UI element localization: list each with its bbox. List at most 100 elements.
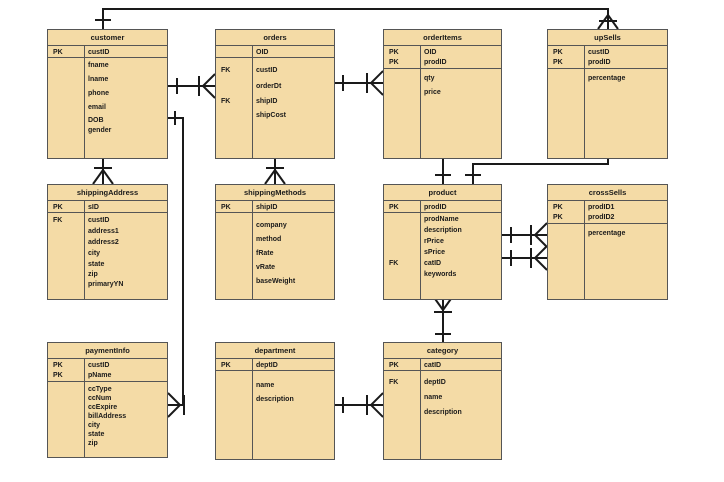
key-divider: [252, 371, 253, 459]
key-divider: [252, 58, 253, 158]
attribute-name: phone: [88, 90, 109, 97]
key-label: PK: [553, 49, 563, 56]
attribute-name: OID: [424, 49, 437, 56]
attribute-row: ccExpire: [48, 403, 169, 412]
attribute-name: address1: [88, 228, 119, 235]
attribute-row: ccNum: [48, 394, 169, 403]
attribute-row: rPrice: [384, 237, 503, 246]
attrs-section: percentage: [548, 224, 667, 299]
attribute-name: billAddress: [88, 413, 127, 420]
attribute-name: description: [424, 409, 462, 416]
attribute-name: company: [256, 222, 287, 229]
key-label: PK: [53, 372, 63, 379]
attribute-name: keywords: [424, 271, 457, 278]
attribute-name: prodID: [424, 59, 447, 66]
entity-title: customer: [48, 30, 167, 46]
attribute-name: baseWeight: [256, 278, 296, 285]
attribute-row: lname: [48, 75, 169, 84]
key-divider: [84, 201, 85, 212]
attribute-row: PK prodID: [384, 58, 503, 67]
key-divider: [584, 69, 585, 158]
key-label: PK: [389, 59, 399, 66]
key-divider: [252, 46, 253, 57]
attribute-row: baseWeight: [216, 277, 336, 286]
entity-title: shippingMethods: [216, 185, 334, 201]
attribute-row: company: [216, 221, 336, 230]
attribute-row: state: [48, 260, 169, 269]
attribute-row: description: [384, 226, 503, 235]
attribute-name: state: [88, 431, 105, 438]
attribute-name: OID: [256, 49, 269, 56]
attribute-name: custID: [256, 67, 278, 74]
key-label: FK: [221, 67, 231, 74]
attribute-name: description: [424, 227, 462, 234]
attribute-name: method: [256, 236, 282, 243]
attribute-name: name: [424, 394, 443, 401]
entity-title: crossSells: [548, 185, 667, 201]
attribute-name: prodID: [588, 59, 611, 66]
attribute-name: orderDt: [256, 83, 282, 90]
crowfoot: [597, 13, 619, 30]
attribute-name: state: [88, 261, 105, 268]
attribute-row: DOB: [48, 116, 169, 125]
key-label: PK: [553, 59, 563, 66]
entity-title: department: [216, 343, 334, 359]
attribute-name: fRate: [256, 250, 274, 257]
crowfoot: [92, 168, 114, 185]
attribute-name: prodID2: [588, 214, 615, 221]
attribute-name: ccNum: [88, 395, 112, 402]
key-divider: [420, 371, 421, 459]
key-divider: [420, 359, 421, 370]
attribute-row: primaryYN: [48, 280, 169, 289]
attribute-row: description: [216, 395, 336, 404]
attribute-name: ccType: [88, 386, 112, 393]
key-divider: [84, 58, 85, 158]
key-divider: [420, 213, 421, 299]
attribute-name: zip: [88, 271, 98, 278]
crowfoot: [369, 392, 384, 418]
attribute-name: prodID: [424, 204, 447, 211]
key-divider: [84, 382, 85, 457]
key-label: PK: [389, 362, 399, 369]
attribute-name: lname: [88, 76, 109, 83]
key-divider: [252, 359, 253, 370]
attribute-name: custID: [88, 217, 110, 224]
attribute-name: pName: [88, 372, 112, 379]
attribute-name: zip: [88, 440, 98, 447]
entity-title: product: [384, 185, 501, 201]
key-divider: [252, 213, 253, 299]
entity-title: category: [384, 343, 501, 359]
attribute-name: description: [256, 396, 294, 403]
attribute-name: rPrice: [424, 238, 444, 245]
attribute-name: name: [256, 382, 275, 389]
attribute-row: city: [48, 421, 169, 430]
attribute-row: keywords: [384, 270, 503, 279]
attribute-row: name: [216, 381, 336, 390]
attribute-row: qty: [384, 74, 503, 83]
attribute-name: deptID: [256, 362, 278, 369]
crowfoot: [264, 168, 286, 185]
attribute-name: shipID: [256, 204, 278, 211]
key-divider: [420, 46, 421, 68]
attribute-name: sPrice: [424, 249, 446, 256]
key-divider: [84, 46, 85, 57]
